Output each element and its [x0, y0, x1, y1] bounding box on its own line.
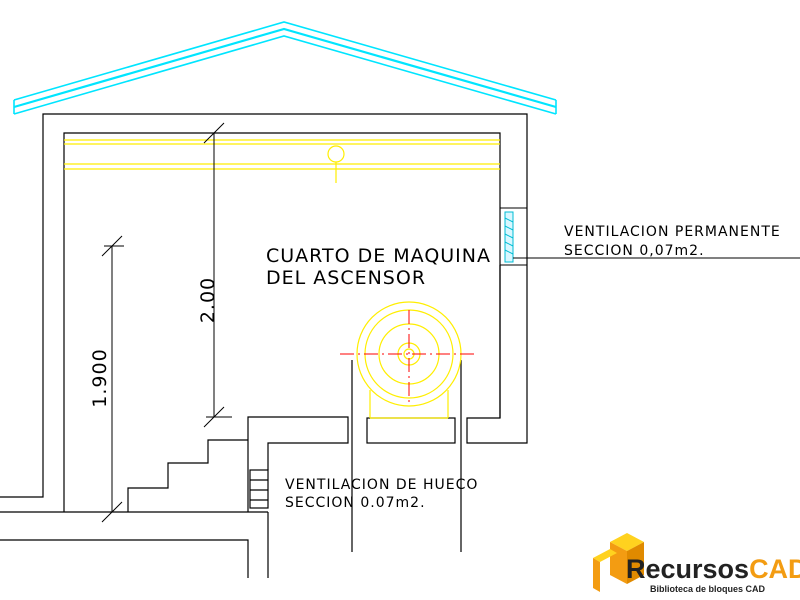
room-title-line1: CUARTO DE MAQUINA — [266, 245, 491, 267]
cube-icon — [593, 533, 644, 592]
walls — [0, 113, 528, 578]
vent-shaft-label-line1: VENTILACION DE HUECO — [285, 477, 478, 493]
lifting-beam — [64, 139, 500, 183]
logo-word-part1: Recursos — [626, 554, 749, 584]
svg-text:RecursosCAD: RecursosCAD — [626, 554, 800, 584]
logo-word-part2: CAD — [749, 554, 800, 584]
dimension-upper-label: 2.00 — [197, 277, 219, 323]
recursoscad-logo: RecursosCAD Biblioteca de bloques CAD — [593, 533, 800, 594]
dimension-lower-label: 1.900 — [89, 348, 111, 407]
room-title-line2: DEL ASCENSOR — [266, 267, 426, 289]
roof — [13, 21, 557, 115]
machine-axis-lines — [340, 310, 478, 404]
permanent-vent-grille — [499, 207, 528, 266]
vent-permanent-label-line1: VENTILACION PERMANENTE — [564, 224, 781, 240]
dimension-lines — [101, 122, 232, 523]
vent-shaft-label-line2: SECCION 0.07m2. — [285, 495, 426, 511]
logo-subtitle: Biblioteca de bloques CAD — [650, 584, 766, 594]
vent-permanent-label-line2: SECCION 0,07m2. — [564, 243, 705, 259]
